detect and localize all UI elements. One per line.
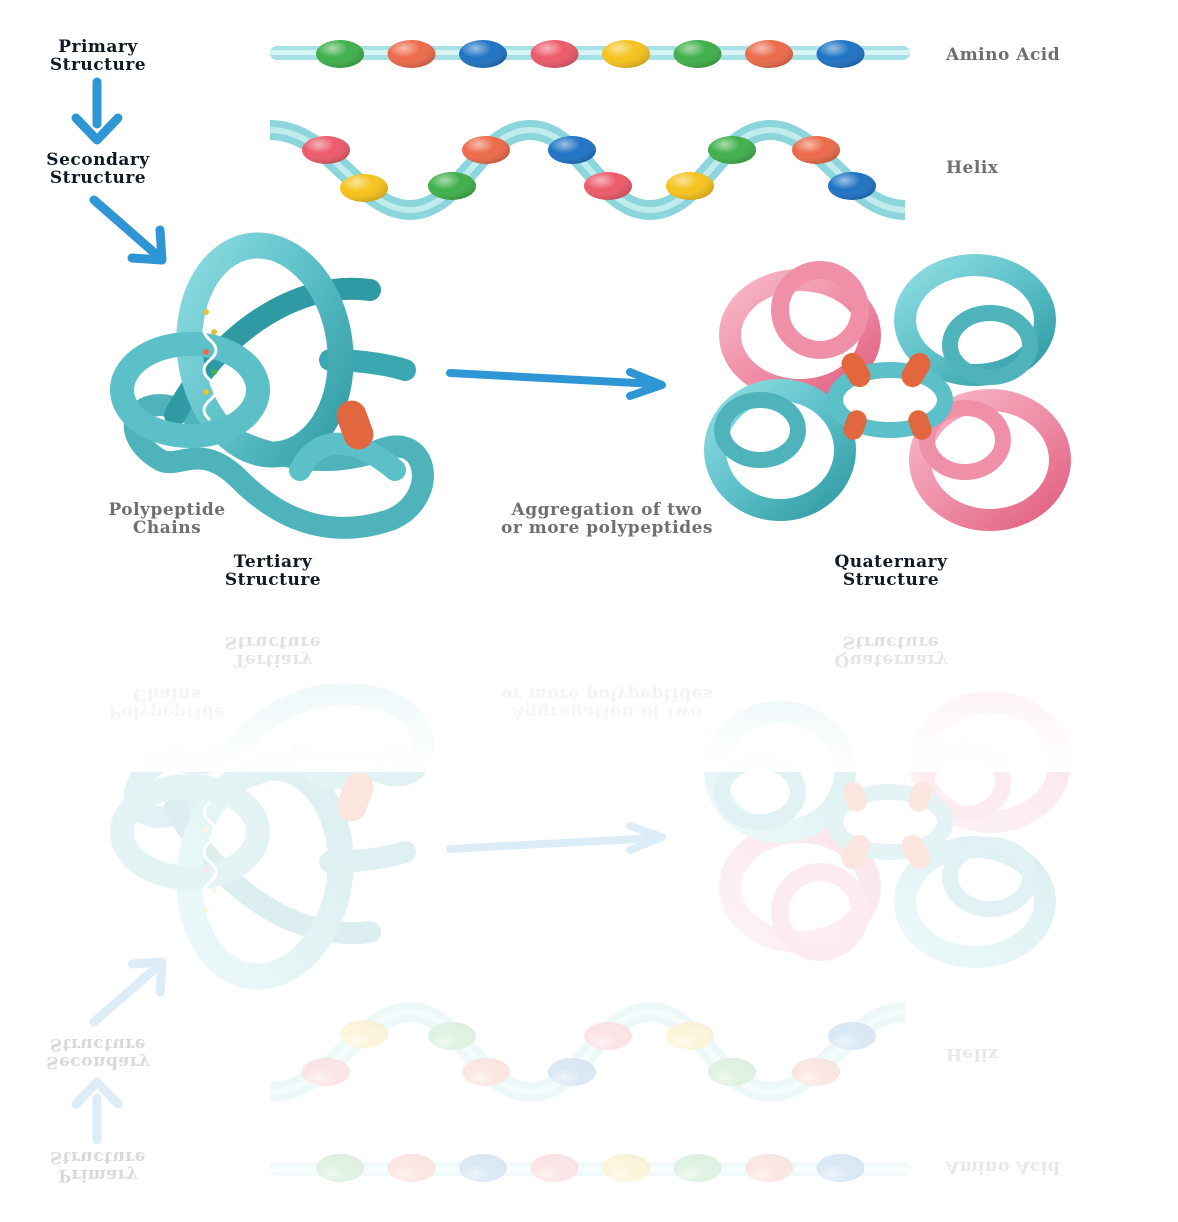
label-tertiary-structure: Tertiary Structure <box>224 552 322 590</box>
arrow-secondary-to-tertiary <box>89 195 167 265</box>
label-helix: Helix <box>946 158 999 178</box>
amino-acid-residue <box>459 40 507 68</box>
quaternary-structure <box>704 691 1071 968</box>
amino-acid-residue <box>316 40 364 68</box>
helix-residues <box>302 136 876 202</box>
amino-acid-residue <box>816 40 865 68</box>
helix-residue <box>302 136 350 164</box>
helix-residue <box>828 1022 876 1050</box>
arrow-tertiary-to-quaternary <box>446 822 666 854</box>
helix-residue <box>340 1020 388 1048</box>
label-primary-structure: Primary Structure <box>49 37 147 75</box>
helix-residue <box>428 1022 476 1050</box>
arrow-tertiary-to-quaternary <box>446 368 666 400</box>
diagram-main-mirror: Primary Structure Secondary Structure Am… <box>0 610 1178 1222</box>
helix-residue <box>666 172 714 200</box>
amino-acid-residue <box>745 40 793 68</box>
helix-residue <box>548 136 596 164</box>
secondary-helix <box>269 119 906 221</box>
label-aggregation: Aggregation of two or more polypeptides <box>501 500 713 538</box>
diagram-artwork <box>71 683 1071 1182</box>
amino-acid-residue <box>530 40 579 68</box>
label-helix: Helix <box>946 1044 999 1064</box>
helix-residue <box>584 1022 632 1050</box>
label-quaternary-structure: Quaternary Structure <box>834 552 948 590</box>
diagram-artwork <box>71 40 1071 539</box>
label-quaternary-structure: Quaternary Structure <box>834 632 948 670</box>
arrow-secondary-to-tertiary <box>89 957 167 1027</box>
amino-acid-residue <box>530 1154 579 1182</box>
label-secondary-structure: Secondary Structure <box>46 1034 150 1072</box>
label-secondary-structure: Secondary Structure <box>46 150 150 188</box>
tertiary-structure <box>110 683 434 990</box>
secondary-helix <box>269 1001 906 1103</box>
quaternary-structure <box>704 254 1071 531</box>
helix-residue <box>428 172 476 200</box>
helix-residue <box>708 136 756 164</box>
helix-residue <box>828 172 876 200</box>
label-amino-acid: Amino Acid <box>946 45 1061 65</box>
label-primary-structure: Primary Structure <box>49 1147 147 1185</box>
helix-residues <box>302 1020 876 1086</box>
helix-residue <box>584 172 632 200</box>
amino-acid-residue <box>602 40 650 68</box>
amino-acid-residue <box>745 1154 793 1182</box>
label-polypeptide-chains: Polypeptide Chains <box>108 684 226 722</box>
label-aggregation: Aggregation of two or more polypeptides <box>501 684 713 722</box>
label-polypeptide-chains: Polypeptide Chains <box>108 500 226 538</box>
amino-acid-residue <box>673 1154 722 1182</box>
amino-acid-residue <box>316 1154 364 1182</box>
protein-structure-diagram: Primary Structure Secondary Structure Am… <box>0 37 1178 1185</box>
diagram-main: Primary Structure Secondary Structure Am… <box>46 37 1071 590</box>
helix-residue <box>548 1058 596 1086</box>
label-amino-acid: Amino Acid <box>946 1157 1061 1177</box>
tertiary-structure <box>110 232 434 539</box>
helix-residue <box>302 1058 350 1086</box>
amino-acid-residue <box>673 40 722 68</box>
amino-acid-residues <box>316 40 865 68</box>
helix-residue <box>792 136 840 164</box>
helix-residue <box>340 174 388 202</box>
primary-chain <box>270 1154 910 1182</box>
amino-acid-residue <box>387 40 436 68</box>
amino-acid-residue <box>602 1154 650 1182</box>
helix-residue <box>462 1058 510 1086</box>
label-tertiary-structure: Tertiary Structure <box>224 632 322 670</box>
amino-acid-residue <box>816 1154 865 1182</box>
amino-acid-residue <box>459 1154 507 1182</box>
diagram-reflection: Primary Structure Secondary Structure Am… <box>0 610 1178 1222</box>
amino-acid-residue <box>387 1154 436 1182</box>
primary-chain <box>270 40 910 68</box>
amino-acid-residues <box>316 1154 865 1182</box>
helix-residue <box>792 1058 840 1086</box>
arrow-primary-to-secondary <box>71 77 123 145</box>
arrow-primary-to-secondary <box>71 1077 123 1145</box>
helix-residue <box>462 136 510 164</box>
helix-residue <box>708 1058 756 1086</box>
reflection-fade <box>0 612 1178 772</box>
helix-residue <box>666 1022 714 1050</box>
